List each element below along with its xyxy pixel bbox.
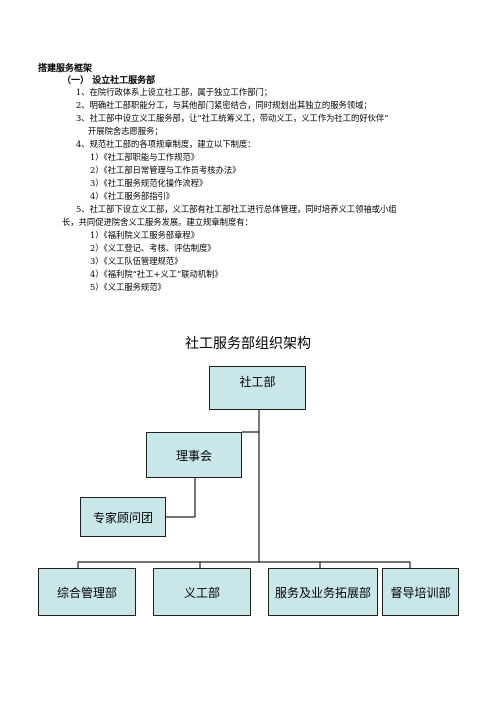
list-item: 3、社工部中设立义工服务部，让“社工统筹义工，带动义工，义工作为社工的好伙伴” [76, 113, 389, 123]
list-item: 4）《福利院“社工+义工”联动机制》 [90, 269, 223, 279]
list-item: 5）《义工服务规范》 [90, 282, 166, 292]
list-item: 3）《义工队伍管理规范》 [90, 256, 183, 266]
list-item: 1、在院行政体系上设立社工部，属于独立工作部门； [76, 87, 273, 97]
org-node-experts: 专家顾问团 [80, 497, 166, 537]
list-item: 开展院舍志愿服务； [88, 126, 163, 136]
list-item: 1）《社工部职能与工作规范》 [90, 152, 199, 162]
org-chart-title: 社工服务部组织架构 [185, 336, 311, 352]
list-item: 4）《社工服务部指引》 [90, 191, 175, 201]
list-item: 2、明确社工部职能分工，与其他部门紧密结合，同时规划出其独立的服务领域； [76, 100, 372, 110]
list-item: 5、社工部下设立义工部，义工部有社工部社工进行总体管理，同时培养义工领袖或小组 [76, 204, 397, 214]
org-node-social-work-dept: 社工部 [209, 366, 306, 410]
list-item: 2）《社工部日常管理与工作员考核办法》 [90, 165, 241, 175]
list-item: 2）《义工登记、考核、评估制度》 [90, 243, 216, 253]
list-item: 1）《福利院义工服务部章程》 [90, 230, 199, 240]
document-title: 搭建服务框架 [38, 64, 93, 74]
org-node-department: 督导培训部 [382, 568, 459, 616]
org-node-department: 综合管理部 [38, 568, 136, 616]
org-node-department: 义工部 [153, 568, 251, 616]
org-node-department: 服务及业务拓展部 [268, 568, 378, 616]
list-item: 4、规范社工部的各项规章制度，建立以下制度： [76, 139, 256, 149]
list-item: 3）《社工服务规范化操作流程》 [90, 178, 208, 188]
section-heading: （一） 设立社工服务部 [62, 76, 156, 86]
org-node-board: 理事会 [146, 432, 242, 478]
list-item: 长，共同促进院舍义工服务发展。建立规章制度有： [62, 217, 253, 227]
